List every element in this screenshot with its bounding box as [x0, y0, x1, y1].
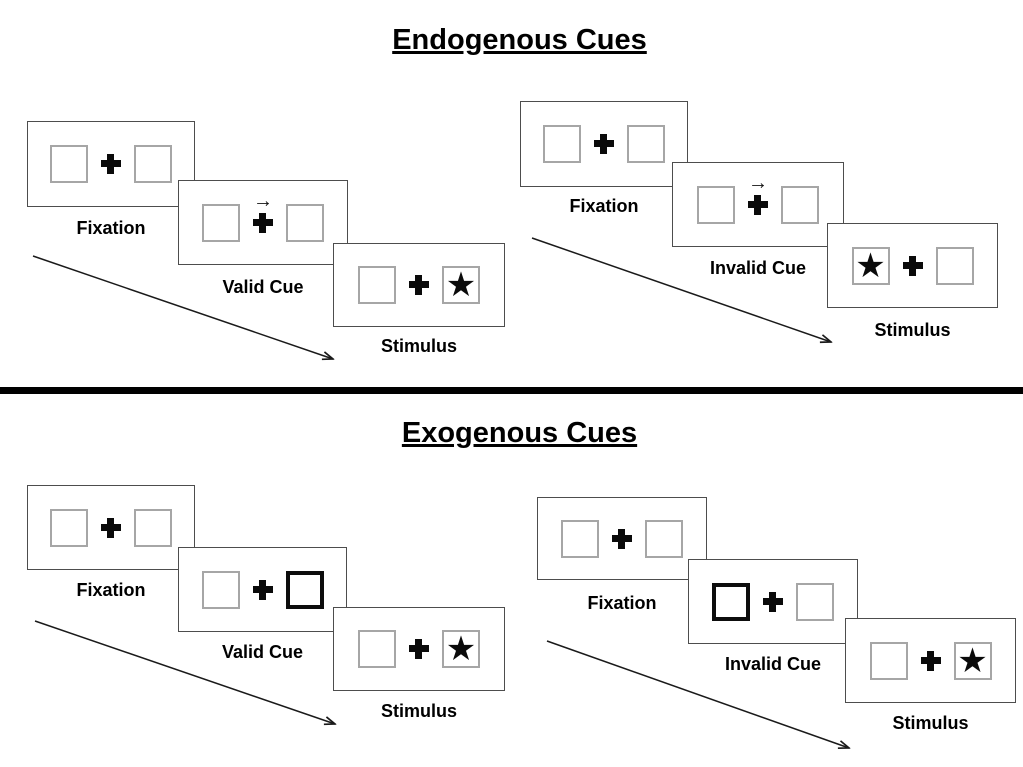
panel-label-fixation: Fixation	[569, 196, 639, 216]
target-star-icon: ★	[445, 266, 477, 304]
section-title-exogenous: Exogenous Cues	[401, 417, 638, 449]
panel-label-valid-cue: Valid Cue	[221, 642, 304, 662]
target-box-right: ★	[442, 266, 480, 304]
timeline-arrow	[32, 255, 333, 359]
target-box-left: ★	[851, 246, 890, 285]
cue-arrow-icon: →	[253, 189, 273, 212]
target-star-icon: ★	[957, 641, 988, 680]
placeholder-box-left	[202, 203, 240, 242]
target-star-icon: ★	[445, 630, 477, 668]
bold-cue-box-left	[712, 582, 750, 621]
placeholder-box-right	[645, 519, 683, 558]
exogenous-valid-cue-panel	[178, 547, 347, 632]
panel-label-invalid-cue: Invalid Cue	[724, 654, 822, 674]
panel-label-fixation: Fixation	[76, 580, 146, 600]
placeholder-box-left	[50, 145, 88, 183]
placeholder-box-right	[935, 246, 974, 285]
placeholder-box-left	[50, 508, 88, 547]
placeholder-box-left	[201, 570, 240, 609]
placeholder-box-left	[561, 519, 599, 558]
fixation-cross-icon	[763, 591, 783, 612]
panel-label-stimulus: Stimulus	[892, 713, 969, 733]
panel-label-stimulus: Stimulus	[380, 701, 457, 721]
placeholder-box-right	[134, 508, 172, 547]
timeline-arrow	[531, 237, 831, 342]
fixation-cross-icon	[101, 517, 121, 538]
exogenous-invalid-stimulus-panel: ★	[845, 618, 1016, 703]
placeholder-box-left	[697, 185, 735, 224]
fixation-cross-icon	[252, 579, 273, 600]
section-divider	[0, 387, 1023, 394]
fixation-cross-icon	[748, 194, 768, 215]
endogenous-valid-fixation-panel	[27, 121, 195, 207]
panel-label-fixation: Fixation	[76, 218, 146, 238]
placeholder-box-left	[869, 641, 908, 680]
panel-label-valid-cue: Valid Cue	[222, 277, 304, 297]
placeholder-box-right	[796, 582, 834, 621]
endogenous-valid-stimulus-panel: ★	[333, 243, 505, 327]
fixation-cross-icon	[253, 212, 273, 233]
fixation-cross-icon	[409, 275, 429, 295]
fixation-cross-icon	[920, 650, 941, 671]
placeholder-box-left	[358, 630, 396, 668]
cue-arrow-icon: →	[748, 171, 768, 194]
panel-label-stimulus: Stimulus	[380, 336, 457, 356]
exogenous-valid-fixation-panel	[27, 485, 195, 570]
target-box-right: ★	[442, 630, 480, 668]
placeholder-box-right	[134, 145, 172, 183]
fixation-cross-icon	[409, 639, 429, 659]
exogenous-valid-stimulus-panel: ★	[333, 607, 505, 691]
exogenous-invalid-cue-panel	[688, 559, 858, 644]
fixation-cross-icon	[902, 255, 923, 276]
endogenous-valid-cue-panel: →	[178, 180, 348, 265]
placeholder-box-left	[358, 266, 396, 304]
panel-label-fixation: Fixation	[587, 593, 657, 613]
placeholder-box-right	[627, 125, 665, 163]
fixation-cross-icon	[594, 134, 614, 154]
placeholder-box-right	[781, 185, 819, 224]
fixation-cross-icon	[101, 154, 121, 174]
panel-label-stimulus: Stimulus	[874, 320, 951, 340]
target-star-icon: ★	[855, 246, 886, 285]
endogenous-invalid-fixation-panel	[520, 101, 688, 187]
endogenous-invalid-cue-panel: →	[672, 162, 844, 247]
section-title-endogenous: Endogenous Cues	[392, 24, 647, 56]
endogenous-invalid-stimulus-panel: ★	[827, 223, 998, 308]
placeholder-box-right	[286, 203, 324, 242]
fixation-cross-icon	[612, 528, 632, 549]
exogenous-invalid-fixation-panel	[537, 497, 707, 580]
bold-cue-box-right	[285, 570, 324, 609]
timeline-arrow	[34, 620, 335, 724]
target-box-right: ★	[953, 641, 992, 680]
panel-label-invalid-cue: Invalid Cue	[709, 258, 807, 278]
placeholder-box-left	[543, 125, 581, 163]
